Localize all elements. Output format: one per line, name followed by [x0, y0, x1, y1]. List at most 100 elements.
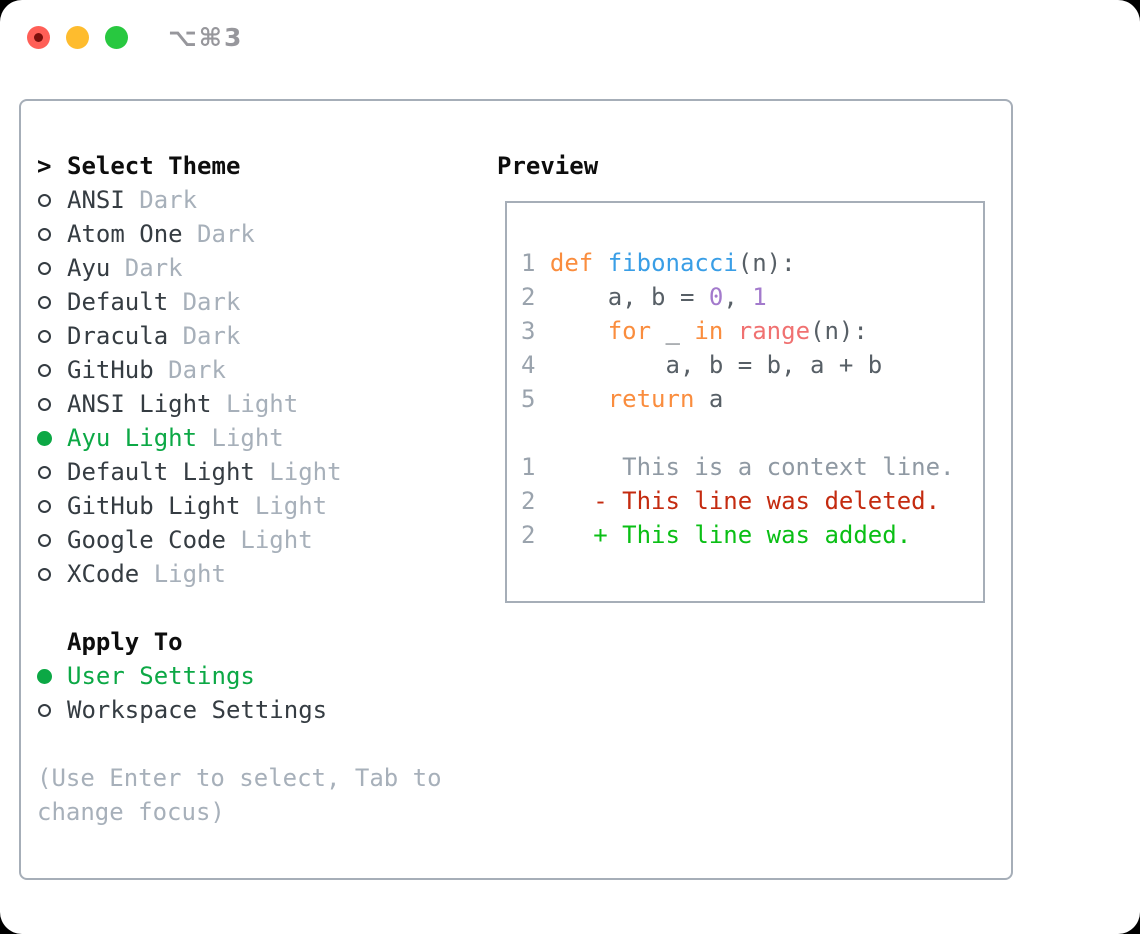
theme-name: Atom One [67, 220, 183, 248]
focus-arrow-icon: > [37, 152, 52, 180]
apply-option-workspace-settings[interactable]: Workspace Settings [37, 693, 497, 727]
code-token: fibonacci [607, 249, 738, 277]
radio-unselected-icon [38, 567, 51, 581]
theme-variant-badge: Dark [168, 322, 241, 350]
close-button[interactable] [27, 25, 50, 49]
line-number: 2 [521, 487, 550, 515]
code-token: a, b = b, a + b [549, 351, 883, 379]
select-theme-header: > Select Theme [37, 149, 497, 183]
theme-name: Default Light [67, 458, 255, 486]
theme-name: Google Code [67, 526, 226, 554]
code-token [593, 249, 607, 277]
code-line: 1 This is a context line. [521, 453, 983, 487]
theme-option-dracula-dark[interactable]: Dracula Dark [37, 319, 497, 353]
radio-unselected-icon [38, 227, 51, 241]
theme-name: GitHub Light [67, 492, 241, 520]
preview-column: Preview 1 def fibonacci(n):2 a, b = 0, 1… [497, 149, 985, 603]
theme-variant-badge: Dark [182, 220, 255, 248]
code-token [550, 317, 608, 345]
code-token: return [607, 385, 695, 413]
code-token: (n): [810, 317, 868, 345]
spacer [37, 727, 497, 761]
apply-option-label: User Settings [67, 662, 255, 690]
radio-unselected-icon [38, 397, 51, 411]
spacer [37, 591, 497, 625]
code-token: a [694, 385, 724, 413]
radio-unselected-icon [38, 465, 51, 479]
window-title: ⌥⌘3 [168, 22, 244, 52]
theme-option-ayu-light-light[interactable]: Ayu Light Light [37, 421, 497, 455]
radio-selected-icon [37, 668, 52, 684]
minimize-button[interactable] [66, 25, 89, 49]
theme-option-github-light-light[interactable]: GitHub Light Light [37, 489, 497, 523]
code-line: 2 a, b = 0, 1 [521, 283, 983, 317]
theme-name: ANSI Light [67, 390, 212, 418]
preview-title: Preview [497, 152, 599, 180]
radio-unselected-icon [38, 533, 51, 547]
theme-variant-badge: Dark [153, 356, 226, 384]
theme-option-ansi-light-light[interactable]: ANSI Light Light [37, 387, 497, 421]
apply-to-title: Apply To [67, 628, 183, 656]
code-token: (n): [737, 249, 796, 277]
code-blank-line [521, 419, 983, 453]
unsaved-indicator-dot [34, 32, 43, 42]
apply-to-header: Apply To [37, 625, 497, 659]
titlebar: ⌥⌘3 [0, 0, 1140, 74]
usage-hint: (Use Enter to select, Tab to change focu… [37, 764, 442, 826]
theme-name: XCode [67, 560, 140, 588]
theme-option-atom-one-dark[interactable]: Atom One Dark [37, 217, 497, 251]
line-number: 1 [521, 453, 550, 481]
code-token: for [607, 317, 652, 345]
radio-selected-icon [37, 430, 52, 446]
radio-unselected-icon [38, 261, 51, 275]
radio-unselected-icon [38, 329, 51, 343]
theme-variant-badge: Dark [168, 288, 241, 316]
theme-variant-badge: Light [197, 424, 284, 452]
theme-option-google-code-light[interactable]: Google Code Light [37, 523, 497, 557]
theme-variant-badge: Light [240, 492, 328, 520]
theme-name: Dracula [67, 322, 169, 350]
theme-variant-badge: Dark [110, 254, 183, 282]
line-number [521, 419, 535, 447]
code-line: 5 return a [521, 385, 983, 419]
theme-variant-badge: Light [139, 560, 226, 588]
code-token: 1 [752, 283, 767, 311]
radio-unselected-icon [38, 295, 51, 309]
theme-option-github-dark[interactable]: GitHub Dark [37, 353, 497, 387]
line-number: 2 [521, 521, 550, 549]
code-token: - This line was deleted. [549, 487, 941, 515]
code-token [723, 317, 737, 345]
code-line: 4 a, b = b, a + b [521, 351, 983, 385]
code-line: 2 - This line was deleted. [521, 487, 983, 521]
radio-unselected-icon [38, 363, 51, 377]
code-token: + This line was added. [549, 521, 912, 549]
theme-option-xcode-light[interactable]: XCode Light [37, 557, 497, 591]
radio-unselected-icon [38, 499, 51, 513]
code-token: _ [651, 317, 695, 345]
code-token [550, 385, 608, 413]
apply-option-user-settings[interactable]: User Settings [37, 659, 497, 693]
line-number: 1 [521, 249, 550, 277]
theme-option-default-dark[interactable]: Default Dark [37, 285, 497, 319]
select-theme-title: Select Theme [67, 152, 241, 180]
line-number: 4 [521, 351, 550, 379]
theme-option-ayu-dark[interactable]: Ayu Dark [37, 251, 497, 285]
radio-unselected-icon [38, 703, 51, 717]
theme-name: GitHub [67, 356, 154, 384]
theme-option-ansi-dark[interactable]: ANSI Dark [37, 183, 497, 217]
code-token: a, b = [549, 283, 709, 311]
code-token: def [549, 249, 594, 277]
theme-option-default-light-light[interactable]: Default Light Light [37, 455, 497, 489]
maximize-button[interactable] [105, 25, 128, 49]
code-line: 3 for _ in range(n): [521, 317, 983, 351]
line-number: 5 [521, 385, 550, 413]
code-line: 2 + This line was added. [521, 521, 983, 555]
theme-variant-badge: Light [225, 526, 313, 554]
